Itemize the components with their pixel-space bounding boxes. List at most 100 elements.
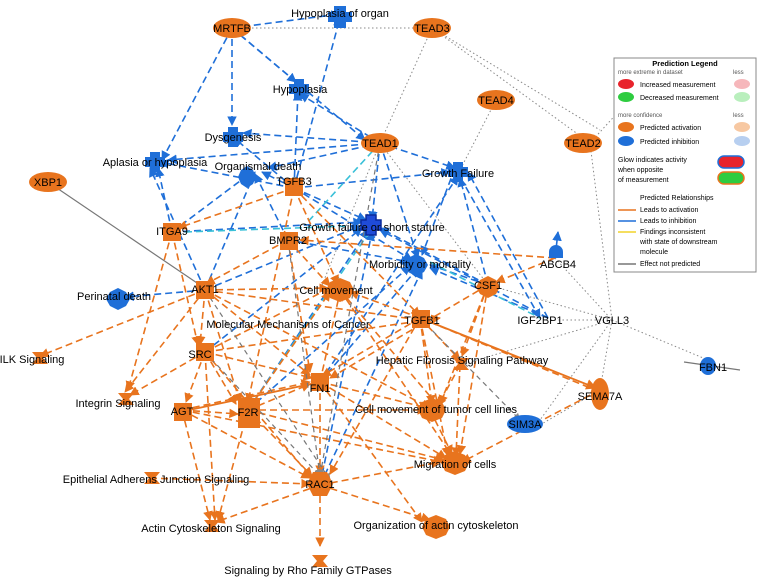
node-label: Molecular Mechanisms of Cancer [206, 319, 370, 331]
node-org-actin-cytoskeleton[interactable]: Organization of actin cytoskeleton [353, 515, 519, 539]
node-tead4[interactable]: TEAD4 [477, 90, 515, 110]
legend-glow-red [717, 155, 745, 169]
legend-increased-swatch [618, 79, 634, 89]
node-epithelial-adherens[interactable]: Epithelial Adherens Junction Signaling [63, 472, 250, 486]
node-label: TGFB1 [404, 315, 439, 327]
node-cell-movement[interactable]: Cell movement [299, 278, 373, 302]
node-fn1[interactable]: FN1 [310, 373, 331, 395]
node-label: AGT [171, 406, 194, 418]
node-label: AKT1 [191, 284, 219, 296]
node-abcb4[interactable]: ABCB4 [540, 245, 576, 271]
node-csf1[interactable]: CSF1 [474, 276, 502, 298]
node-fbn1[interactable]: FBN1 [699, 357, 727, 375]
node-mol-mech-cancer[interactable]: Molecular Mechanisms of Cancer [206, 319, 370, 331]
node-tgfb3[interactable]: TGFB3 [276, 176, 312, 196]
node-label: ITGA9 [156, 226, 188, 238]
legend-glow-1: Glow indicates activity [618, 157, 687, 164]
node-label: Integrin Signaling [75, 398, 160, 410]
node-sim3a[interactable]: SIM3A [507, 415, 543, 433]
node-label: ABCB4 [540, 259, 576, 271]
node-label: Hypoplasia of organ [291, 8, 389, 20]
node-morbidity[interactable]: Morbidity or mortality [369, 254, 472, 276]
node-rac1[interactable]: RAC1 [305, 472, 335, 496]
node-label: TGFB3 [276, 176, 311, 188]
legend-inhibition-light [734, 136, 750, 146]
node-bmpr2[interactable]: BMPR2 [269, 232, 307, 250]
node-ilk-signaling[interactable]: ILK Signaling [0, 352, 64, 366]
legend-inhibition-label: Predicted inhibition [640, 139, 699, 146]
legend-more-extreme: more extreme in dataset [618, 70, 683, 76]
node-perinatal-death[interactable]: Perinatal death [77, 288, 151, 310]
node-growth-failure[interactable]: Growth Failure [422, 162, 494, 182]
node-label: FBN1 [699, 362, 727, 374]
node-itga9[interactable]: ITGA9 [156, 223, 188, 241]
legend-findings-2: with state of downstream [639, 239, 718, 246]
node-actin-cytoskeleton-signaling[interactable]: Actin Cytoskeleton Signaling [141, 520, 281, 535]
legend-decreased-label: Decreased measurement [640, 95, 719, 102]
node-label: Organization of actin cytoskeleton [353, 520, 518, 532]
legend-decreased-swatch [618, 92, 634, 102]
node-f2r[interactable]: F2R [238, 398, 260, 428]
orange-activation-edges [39, 187, 601, 547]
legend-not-predicted: Effect not predicted [640, 261, 700, 268]
node-xbp1[interactable]: XBP1 [29, 172, 67, 192]
node-vgll3[interactable]: VGLL3 [595, 315, 629, 327]
node-cell-movement-tumor[interactable]: Cell movement of tumor cell lines [355, 398, 518, 422]
node-label: TEAD4 [478, 95, 513, 107]
node-migration-of-cells[interactable]: Migration of cells [414, 451, 497, 475]
node-agt[interactable]: AGT [171, 403, 194, 421]
node-label: VGLL3 [595, 315, 629, 327]
legend-glow-3: of measurement [618, 177, 669, 184]
legend-activation-light [734, 122, 750, 132]
legend-findings-1: Findings inconsistent [640, 229, 705, 236]
node-label: Morbidity or mortality [369, 259, 472, 271]
node-tgfb1[interactable]: TGFB1 [404, 310, 440, 328]
node-label: TEAD1 [362, 138, 397, 150]
node-akt1[interactable]: AKT1 [191, 281, 219, 299]
node-dysgenesis[interactable]: Dysgenesis [205, 127, 262, 147]
legend-less-2: less [733, 113, 744, 119]
node-label: Cell movement [299, 285, 372, 297]
node-label: MRTFB [213, 23, 251, 35]
node-label: Growth Failure [422, 168, 494, 180]
legend-increased-light [734, 79, 750, 89]
node-label: BMPR2 [269, 235, 307, 247]
node-tead1[interactable]: TEAD1 [361, 133, 399, 153]
node-mrtfb[interactable]: MRTFB [213, 18, 251, 38]
node-tead2[interactable]: TEAD2 [564, 133, 602, 153]
legend-title: Prediction Legend [652, 59, 718, 68]
solid-orange-edges [178, 317, 598, 416]
legend-leads-activation: Leads to activation [640, 207, 698, 214]
node-rho-gtpases[interactable]: Signaling by Rho Family GTPases [224, 555, 392, 577]
node-label: SEMA7A [578, 391, 623, 403]
node-label: Growth failure or short stature [299, 222, 445, 234]
gray-dashed-edges [204, 142, 521, 481]
legend-leads-inhibition: Leads to inhibition [640, 218, 697, 225]
node-label: Signaling by Rho Family GTPases [224, 565, 392, 577]
node-label: Cell movement of tumor cell lines [355, 404, 518, 416]
node-growth-failure-short-stature[interactable]: Growth failure or short stature [299, 214, 445, 236]
node-hepatic-fibrosis[interactable]: Hepatic Fibrosis Signaling Pathway [376, 355, 549, 370]
legend-more-confidence: more confidence [618, 113, 663, 119]
node-label: RAC1 [305, 479, 334, 491]
node-sema7a[interactable]: SEMA7A [578, 378, 623, 410]
node-igf2bp1[interactable]: IGF2BP1 [517, 315, 562, 327]
node-integrin-signaling[interactable]: Integrin Signaling [75, 393, 161, 410]
node-label: SRC [188, 349, 211, 361]
node-label: FN1 [310, 383, 331, 395]
node-label: Hypoplasia [273, 84, 328, 96]
node-organismal-death[interactable]: Organismal death [215, 161, 302, 188]
node-label: Migration of cells [414, 459, 497, 471]
node-label: Epithelial Adherens Junction Signaling [63, 474, 250, 486]
node-hypoplasia[interactable]: Hypoplasia [273, 79, 328, 99]
legend-inhibition-swatch [618, 136, 634, 146]
prediction-legend: Prediction Legend more extreme in datase… [613, 57, 757, 273]
node-hypoplasia-of-organ[interactable]: Hypoplasia of organ [291, 6, 389, 28]
node-label: IGF2BP1 [517, 315, 562, 327]
node-tead3[interactable]: TEAD3 [413, 18, 451, 38]
legend-less: less [733, 70, 744, 76]
node-label: XBP1 [34, 177, 62, 189]
legend-increased-label: Increased measurement [640, 82, 716, 89]
node-aplasia[interactable]: Aplasia or hypoplasia [103, 152, 208, 172]
node-src[interactable]: SRC [188, 343, 214, 361]
